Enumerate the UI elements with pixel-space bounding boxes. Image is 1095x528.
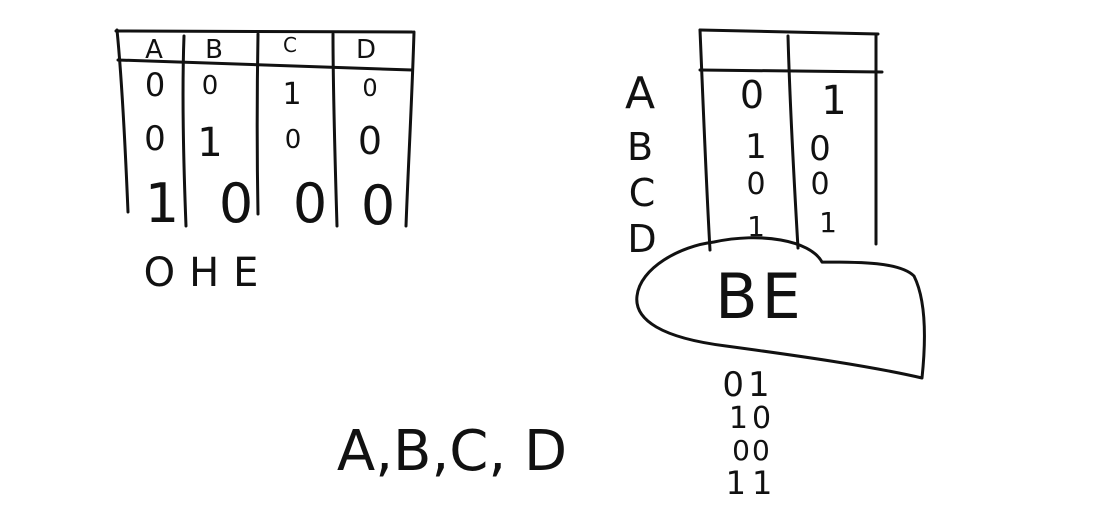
ohe-caption: OHE: [144, 250, 273, 296]
be-blob-label: BE: [715, 260, 805, 333]
be-cell: 1: [747, 210, 765, 243]
table-top-border: [114, 29, 414, 34]
be-output-code: 01: [722, 365, 773, 405]
table-header-line: [116, 58, 414, 72]
ohe-header-c: C: [283, 33, 297, 57]
be-blob-outline: [635, 236, 926, 380]
table-col-line: [115, 28, 130, 214]
table-col-line: [181, 34, 188, 228]
ohe-cell: 0: [219, 172, 253, 235]
ohe-header-a: A: [145, 35, 163, 65]
table-col-line: [404, 30, 416, 228]
category-list-label: A,B,C, D: [337, 419, 567, 484]
be-output-code: 11: [726, 464, 779, 502]
be-output-code: 10: [729, 401, 775, 436]
table-top-border: [698, 28, 880, 36]
ohe-cell: 0: [145, 66, 165, 104]
table-col-line: [698, 28, 712, 252]
be-table: A B C D 0 1 0 1 1 0 0 1 BE 01 10 00 11: [625, 28, 926, 502]
be-row-label: D: [627, 217, 656, 261]
ohe-cell: 0: [144, 119, 166, 159]
be-cell: 0: [746, 167, 765, 202]
ohe-header-d: D: [356, 35, 376, 65]
be-row-label: C: [629, 171, 656, 215]
ohe-cell: 1: [145, 172, 179, 235]
ohe-cell: 1: [197, 120, 222, 166]
be-cell: 0: [810, 167, 829, 202]
be-output-code: 00: [732, 434, 772, 467]
be-cell: 1: [745, 127, 767, 167]
table-col-line: [786, 34, 800, 250]
table-col-line: [331, 32, 339, 228]
table-col-line: [255, 32, 260, 216]
ohe-cell: 0: [362, 74, 377, 102]
ohe-cell: 0: [293, 172, 327, 235]
ohe-table: A B C D 0 0 1 0 0 1 0 0 1 0 0 0 OHE: [114, 28, 416, 296]
ohe-cell: 0: [202, 71, 219, 101]
be-row-label: B: [627, 125, 653, 169]
ohe-cell: 0: [358, 119, 382, 163]
be-cell: 0: [809, 129, 831, 169]
be-cell: 1: [819, 206, 837, 239]
ohe-header-b: B: [205, 35, 223, 65]
ohe-cell: 0: [361, 174, 395, 237]
ohe-cell: 1: [282, 77, 301, 112]
table-header-line: [698, 68, 884, 74]
be-cell: 1: [821, 78, 846, 124]
be-cell: 0: [740, 73, 764, 117]
ohe-cell: 0: [285, 125, 302, 155]
be-row-label: A: [625, 68, 655, 119]
